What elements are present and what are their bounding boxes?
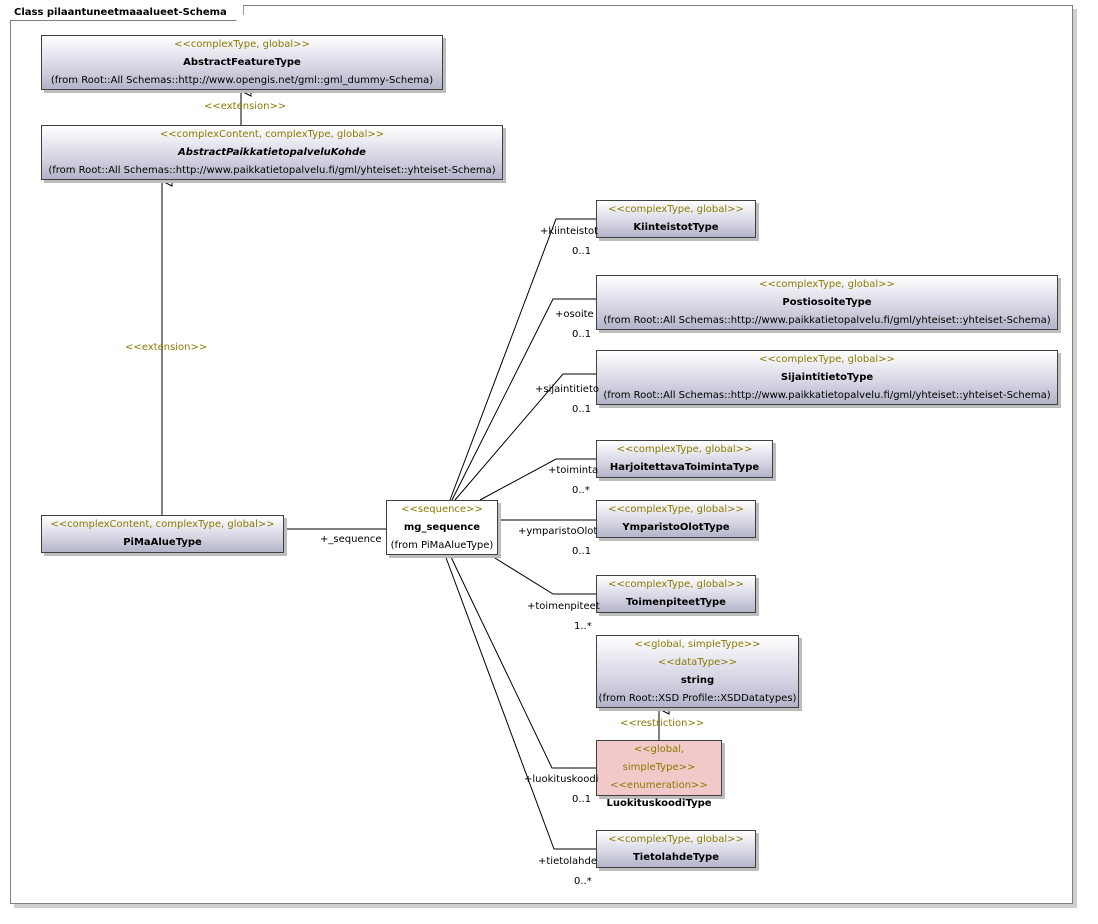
stereotype-label: <<complexType, global>> bbox=[759, 279, 895, 290]
assoc-kiinteistot bbox=[449, 218, 596, 501]
mult-sijaintitieto: 0..1 bbox=[572, 404, 592, 415]
class-name: string bbox=[680, 675, 715, 686]
diagram-title: Class pilaantuneetmaaalueet-Schema bbox=[10, 5, 244, 21]
extension-label-1: <<extension>> bbox=[204, 101, 287, 112]
class-kiinteistottype[interactable]: <<complexType, global>> KiinteistotType bbox=[596, 200, 756, 238]
stereotype-label: <<complexType, global>> bbox=[608, 204, 744, 215]
restriction-label: <<restriction>> bbox=[620, 718, 705, 729]
assoc-toimenpiteet bbox=[489, 554, 596, 595]
class-ymparistoolottype[interactable]: <<complexType, global>> YmparistoOlotTyp… bbox=[596, 500, 756, 538]
role-luokituskoodi: +luokituskoodi bbox=[524, 774, 599, 785]
extension-label-2: <<extension>> bbox=[125, 342, 208, 353]
class-name: TietolahdeType bbox=[632, 852, 719, 863]
class-string[interactable]: <<global, simpleType>> <<dataType>> stri… bbox=[596, 635, 799, 708]
stereotype-label: <<complexType, global>> bbox=[608, 834, 744, 845]
stereotype-label-2: <<enumeration>> bbox=[610, 780, 708, 791]
class-pimaaluetype[interactable]: <<complexContent, complexType, global>> … bbox=[41, 515, 284, 553]
mult-tietolahde: 0..* bbox=[574, 876, 592, 887]
role-kiinteistot: +kiinteistot bbox=[540, 226, 599, 237]
stereotype-label: <<complexType, global>> bbox=[174, 39, 310, 50]
class-abstractpaikkatietopalvelukohde[interactable]: <<complexContent, complexType, global>> … bbox=[41, 125, 503, 180]
class-namespace: (from Root::All Schemas::http://www.paik… bbox=[603, 315, 1051, 326]
role-toiminta: +toiminta bbox=[548, 465, 599, 476]
class-namespace: (from PiMaAlueType) bbox=[390, 540, 494, 551]
class-namespace: (from Root::All Schemas::http://www.open… bbox=[50, 75, 434, 86]
role-sijaintitieto: +sijaintitieto bbox=[535, 384, 599, 395]
role-osoite: +osoite bbox=[555, 309, 594, 320]
class-name: LuokituskoodiType bbox=[606, 798, 712, 809]
role-toimenpiteet: +toimenpiteet bbox=[527, 601, 600, 612]
class-namespace: (from Root::All Schemas::http://www.paik… bbox=[603, 390, 1051, 401]
assoc-sijaintitieto bbox=[454, 373, 596, 501]
class-name: ToimenpiteetType bbox=[626, 597, 726, 608]
stereotype-label: <<complexType, global>> bbox=[616, 444, 753, 455]
class-harjoitettavatoimintatype[interactable]: <<complexType, global>> HarjoitettavaToi… bbox=[596, 440, 773, 478]
stereotype-label: <<global, simpleType>> bbox=[622, 744, 696, 773]
assoc-toiminta bbox=[479, 458, 596, 501]
class-name: HarjoitettavaToimintaType bbox=[609, 462, 760, 473]
class-luokituskooditype[interactable]: <<global, simpleType>> <<enumeration>> L… bbox=[596, 740, 722, 809]
class-name: PiMaAlueType bbox=[123, 537, 202, 548]
stereotype-label: <<complexType, global>> bbox=[759, 354, 895, 365]
stereotype-label: <<complexContent, complexType, global>> bbox=[50, 519, 275, 530]
class-toimenpiteettype[interactable]: <<complexType, global>> ToimenpiteetType bbox=[596, 575, 756, 613]
class-postiosoitetype[interactable]: <<complexType, global>> PostiosoiteType … bbox=[596, 275, 1058, 330]
class-namespace: (from Root::XSD Profile::XSDDatatypes) bbox=[598, 693, 797, 704]
class-name: KiinteistotType bbox=[633, 222, 719, 233]
stereotype-label: <<sequence>> bbox=[401, 504, 483, 515]
class-abstractfeaturetype[interactable]: <<complexType, global>> AbstractFeatureT… bbox=[41, 35, 443, 90]
stereotype-label: <<complexContent, complexType, global>> bbox=[159, 129, 385, 140]
stereotype-label: <<global, simpleType>> bbox=[634, 639, 761, 650]
class-name: AbstractPaikkatietopalveluKohde bbox=[178, 147, 366, 158]
class-name: PostiosoiteType bbox=[782, 297, 872, 308]
mult-kiinteistot: 0..1 bbox=[572, 246, 592, 257]
class-name: AbstractFeatureType bbox=[183, 57, 301, 68]
mult-toimenpiteet: 1..* bbox=[574, 621, 592, 632]
mult-osoite: 0..1 bbox=[572, 329, 592, 340]
stereotype-label: <<complexType, global>> bbox=[608, 579, 744, 590]
class-name: SijaintitietoType bbox=[780, 372, 874, 383]
class-namespace: (from Root::All Schemas::http://www.paik… bbox=[48, 165, 496, 176]
class-name: YmparistoOlotType bbox=[622, 522, 730, 533]
assoc-osoite bbox=[451, 298, 596, 501]
role-tietolahde: +tietolahde bbox=[538, 856, 598, 867]
class-tietolahdetype[interactable]: <<complexType, global>> TietolahdeType bbox=[596, 830, 756, 868]
class-sijaintitietotype[interactable]: <<complexType, global>> SijaintitietoTyp… bbox=[596, 350, 1058, 405]
class-mg-sequence[interactable]: <<sequence>> mg_sequence (from PiMaAlueT… bbox=[386, 500, 498, 555]
mult-luokituskoodi: 0..1 bbox=[572, 794, 592, 805]
role-ymparistoolot: +ymparistoOlot bbox=[518, 526, 598, 537]
role-sequence: +_sequence bbox=[320, 534, 382, 545]
stereotype-label-2: <<dataType>> bbox=[657, 657, 737, 668]
stereotype-label: <<complexType, global>> bbox=[608, 504, 744, 515]
mult-ymparistoolot: 0..1 bbox=[572, 546, 592, 557]
mult-toiminta: 0..* bbox=[572, 485, 590, 496]
class-name: mg_sequence bbox=[403, 522, 481, 533]
assoc-tietolahde bbox=[444, 554, 596, 850]
assoc-luokituskoodi bbox=[449, 554, 596, 769]
